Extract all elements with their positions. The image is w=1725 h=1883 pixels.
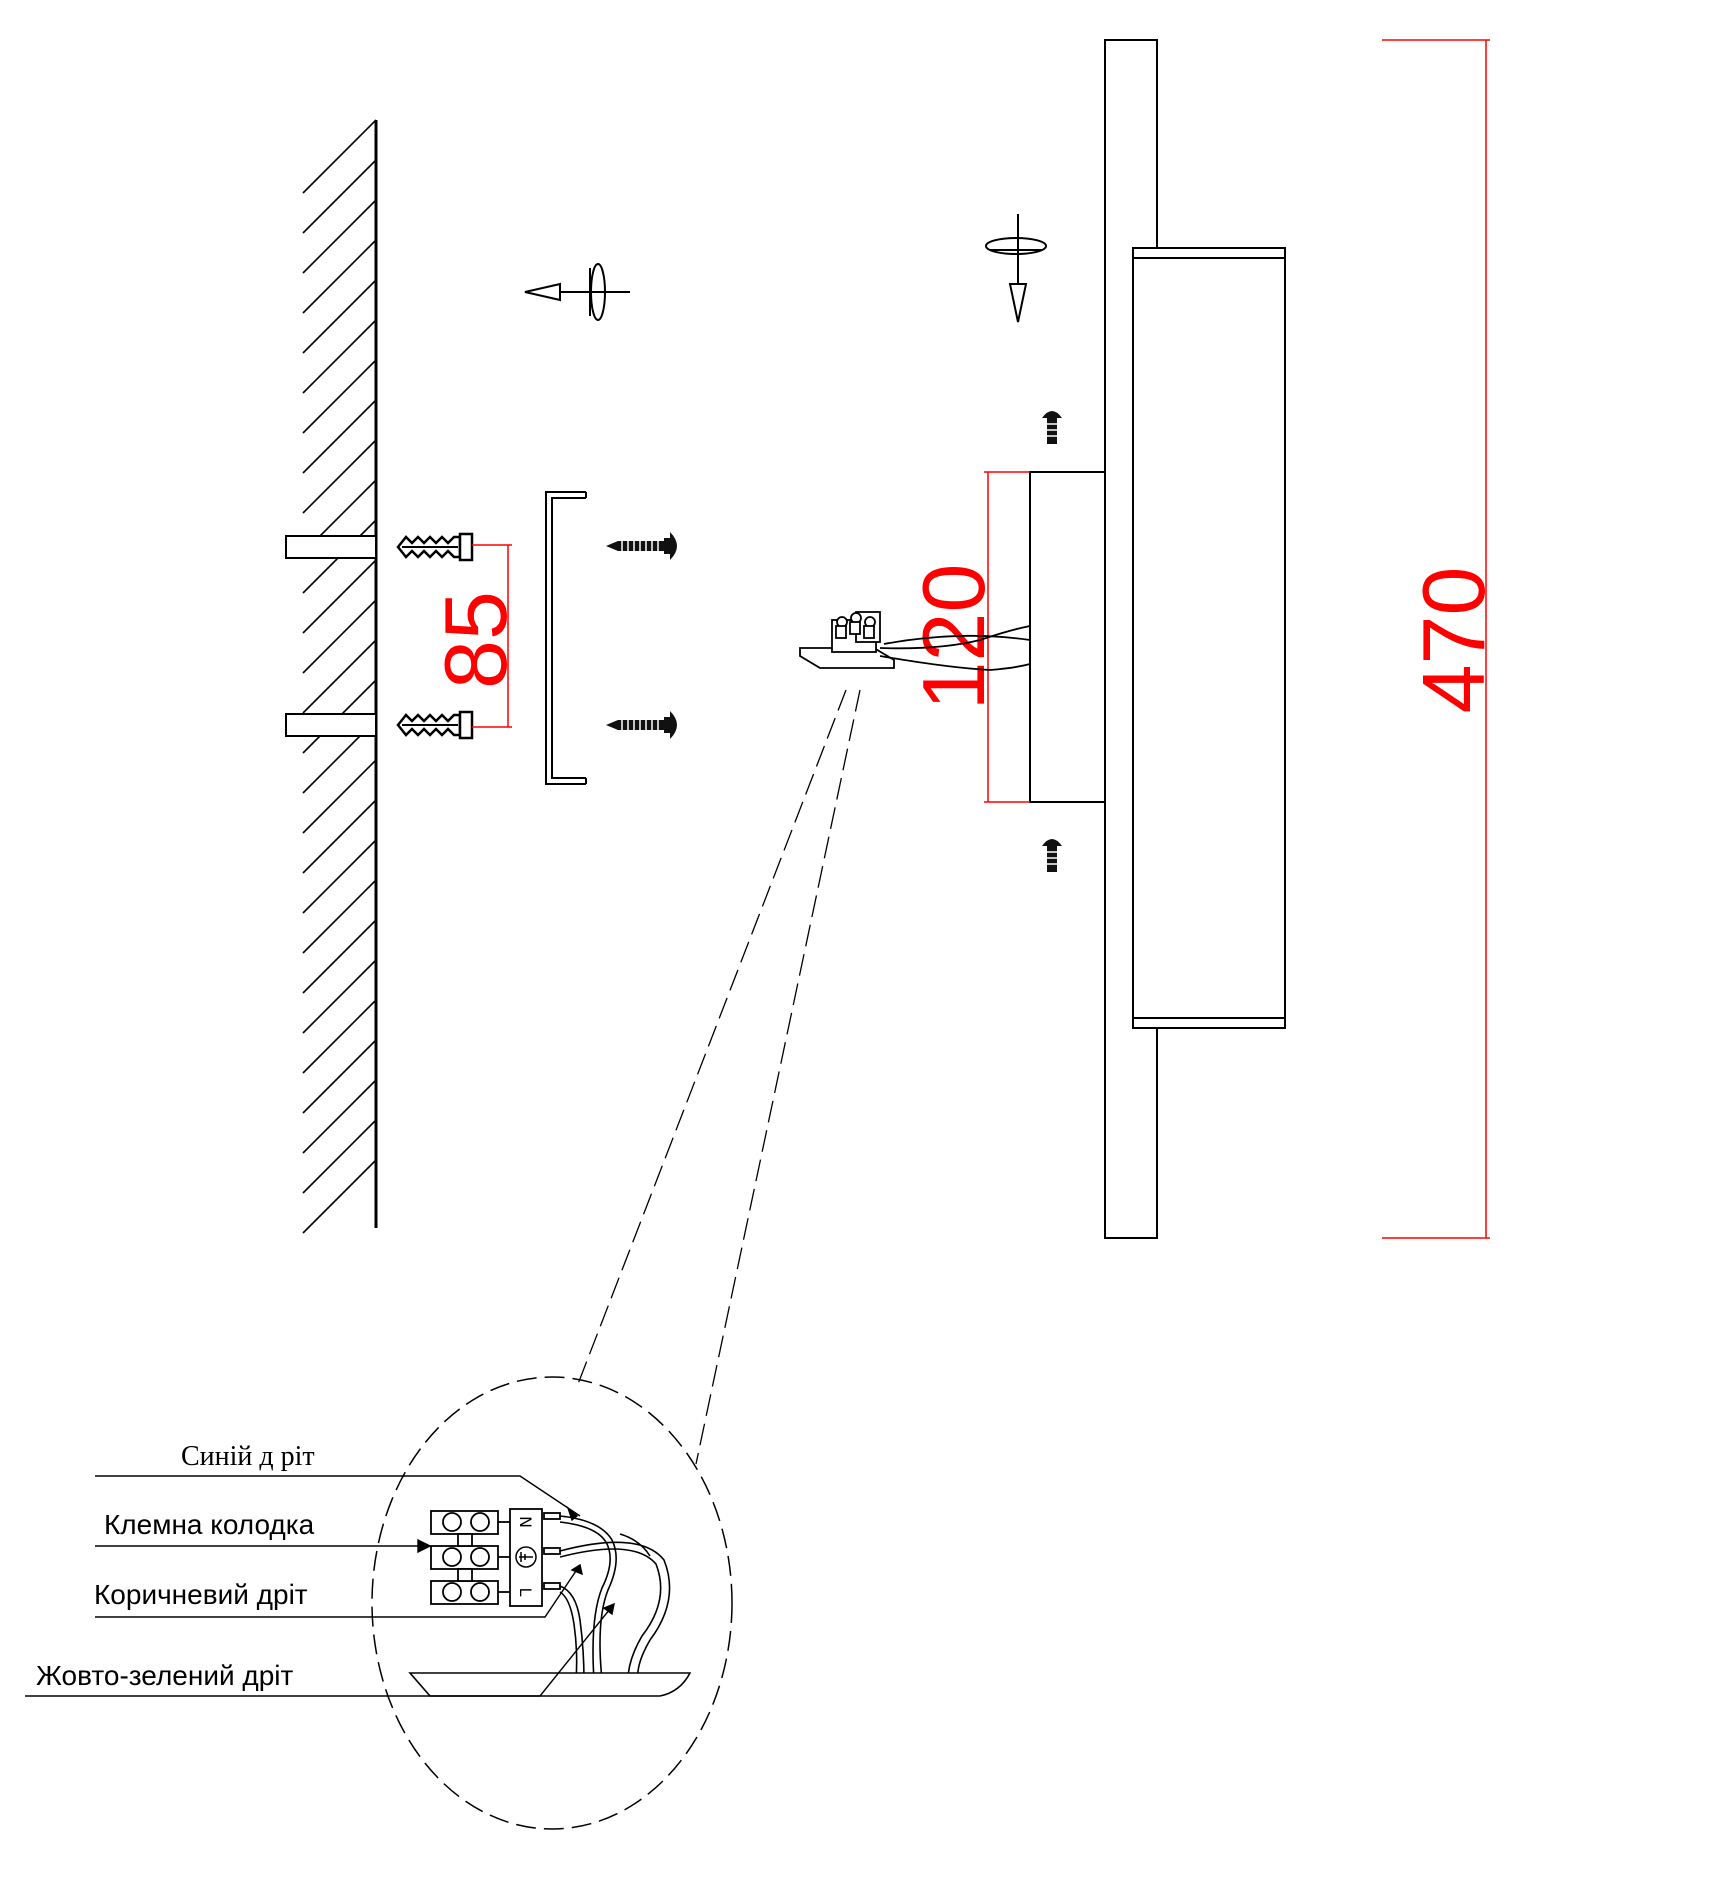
terminal-block-detail — [430, 1508, 561, 1607]
terminal-mark-live: L — [516, 1588, 535, 1597]
rotate-screw-arrow-icon — [985, 214, 1047, 323]
lamp-mounting-base — [1029, 471, 1106, 803]
terminal-mark-neutral: N — [516, 1516, 535, 1528]
bracket-screw-upper — [605, 531, 678, 561]
callout-leaders — [25, 1475, 615, 1697]
mounting-bracket — [545, 491, 586, 785]
wall-plug-upper — [396, 532, 474, 562]
terminal-block — [799, 611, 1031, 671]
lamp-diffuser — [1132, 247, 1286, 1029]
base-screw-upper — [1041, 410, 1063, 445]
wall-hatching — [302, 119, 377, 1234]
callout-terminal-block: Клемна колодка — [104, 1509, 315, 1540]
wall — [285, 119, 378, 1234]
dimension-label-470: 470 — [1404, 567, 1503, 714]
wall-plug-lower — [396, 710, 474, 740]
wall-lamp — [1029, 39, 1286, 1239]
detail-leader-lines — [577, 689, 861, 1465]
drill-hole-lower — [285, 713, 377, 737]
callout-yellow-green-wire: Жовто-зелений дріт — [36, 1660, 294, 1691]
bracket-screw-lower — [605, 710, 678, 740]
dimension-470 — [1382, 39, 1490, 1239]
drill-hole-upper — [285, 535, 377, 559]
wire-bundle — [559, 1515, 671, 1681]
base-screw-lower — [1041, 838, 1063, 873]
callout-brown-wire: Коричневий дріт — [94, 1579, 308, 1610]
dimension-85 — [472, 544, 512, 728]
callout-blue-wire: Синій д ріт — [181, 1441, 315, 1472]
detail-view-circle — [371, 1376, 733, 1830]
dimension-label-85: 85 — [426, 591, 525, 689]
rotate-screw-arrow-icon — [524, 263, 630, 321]
ground-symbol-icon — [515, 1546, 537, 1568]
